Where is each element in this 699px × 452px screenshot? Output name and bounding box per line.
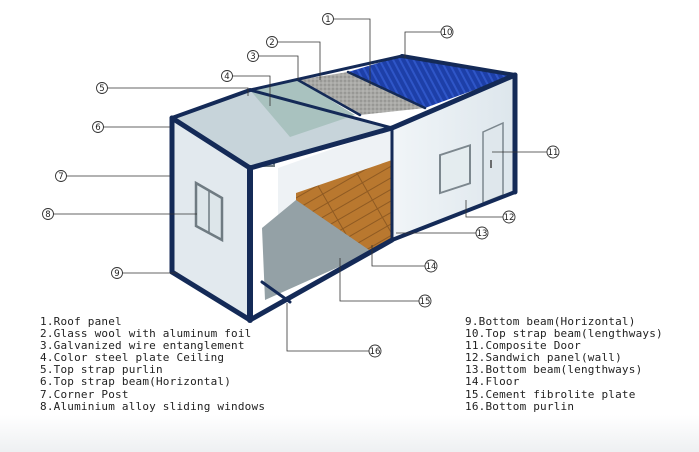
callout-6-label: 6 xyxy=(95,123,100,133)
callout-5: 5 xyxy=(96,82,108,94)
legend-item: 10.Top strap beam(lengthways) xyxy=(465,327,663,341)
callout-15-label: 15 xyxy=(420,297,431,307)
cement-fibrolite-plate xyxy=(262,200,372,300)
legend-item: 13.Bottom beam(lengthways) xyxy=(465,363,643,377)
callout-9-label: 9 xyxy=(114,269,119,279)
callout-12-label: 12 xyxy=(504,213,515,223)
callout-4: 4 xyxy=(221,70,233,82)
legend-item: 4.Color steel plate Ceiling xyxy=(40,351,225,365)
floor xyxy=(296,160,392,252)
callout-2: 2 xyxy=(266,36,278,48)
callout-1: 1 xyxy=(322,13,334,25)
legend-item: 9.Bottom beam(Horizontal) xyxy=(465,315,636,328)
callout-14: 14 xyxy=(424,259,438,273)
legend-item: 14.Floor xyxy=(465,375,520,389)
callout-8-label: 8 xyxy=(45,210,50,220)
callout-14-label: 14 xyxy=(426,262,437,272)
callout-13: 13 xyxy=(475,226,489,240)
callout-13-label: 13 xyxy=(477,229,488,239)
legend-item: 3.Galvanized wire entanglement xyxy=(40,339,245,353)
legend-item: 5.Top strap purlin xyxy=(40,363,163,377)
steel-frame xyxy=(169,54,518,323)
composite-door[interactable] xyxy=(482,121,504,205)
legend-item: 11.Composite Door xyxy=(465,339,581,353)
callout-7: 7 xyxy=(55,170,67,182)
callout-3-label: 3 xyxy=(250,52,255,62)
callout-10: 10 xyxy=(440,25,454,39)
callout-5-label: 5 xyxy=(99,84,104,94)
callout-2-label: 2 xyxy=(269,38,274,48)
legend-item: 15.Cement fibrolite plate xyxy=(465,387,636,401)
callout-11: 11 xyxy=(546,145,560,159)
sliding-window xyxy=(194,180,224,243)
callout-10-label: 10 xyxy=(442,28,453,38)
legend-item: 8.Aluminium alloy sliding windows xyxy=(40,399,266,413)
callout-7-label: 7 xyxy=(58,172,63,182)
glass-wool-layer xyxy=(250,80,355,137)
ground-shadow xyxy=(0,415,699,452)
leader-lines xyxy=(53,18,547,352)
callout-markers: 1 2 3 4 5 6 7 8 9 10 11 12 13 14 15 16 xyxy=(42,13,560,358)
callout-9: 9 xyxy=(111,267,123,279)
legend-item: 12.Sandwich panel(wall) xyxy=(465,351,622,365)
callout-16: 16 xyxy=(368,344,382,358)
callout-8: 8 xyxy=(42,208,54,220)
legend-right-column: 9.Bottom beam(Horizontal) 10.Top strap b… xyxy=(465,315,663,413)
callout-11-label: 11 xyxy=(548,148,559,158)
wire-entanglement-layer xyxy=(298,72,425,115)
callout-3: 3 xyxy=(247,50,259,62)
callout-15: 15 xyxy=(418,294,432,308)
callout-1-label: 1 xyxy=(325,15,330,25)
legend-item: 1.Roof panel xyxy=(40,315,122,328)
legend-item: 2.Glass wool with aluminum foil xyxy=(40,327,252,341)
callout-4-label: 4 xyxy=(224,72,229,82)
callout-6: 6 xyxy=(92,121,104,133)
side-window xyxy=(439,143,471,195)
legend-item: 6.Top strap beam(Horizontal) xyxy=(40,375,232,389)
ceiling-panel xyxy=(172,90,392,168)
legend-left-column: 1.Roof panel 2.Glass wool with aluminum … xyxy=(40,315,266,413)
interior xyxy=(239,128,392,300)
legend-item: 16.Bottom purlin xyxy=(465,399,575,413)
callout-12: 12 xyxy=(502,210,516,224)
callout-16-label: 16 xyxy=(370,347,381,357)
legend-item: 7.Corner Post xyxy=(40,387,129,401)
